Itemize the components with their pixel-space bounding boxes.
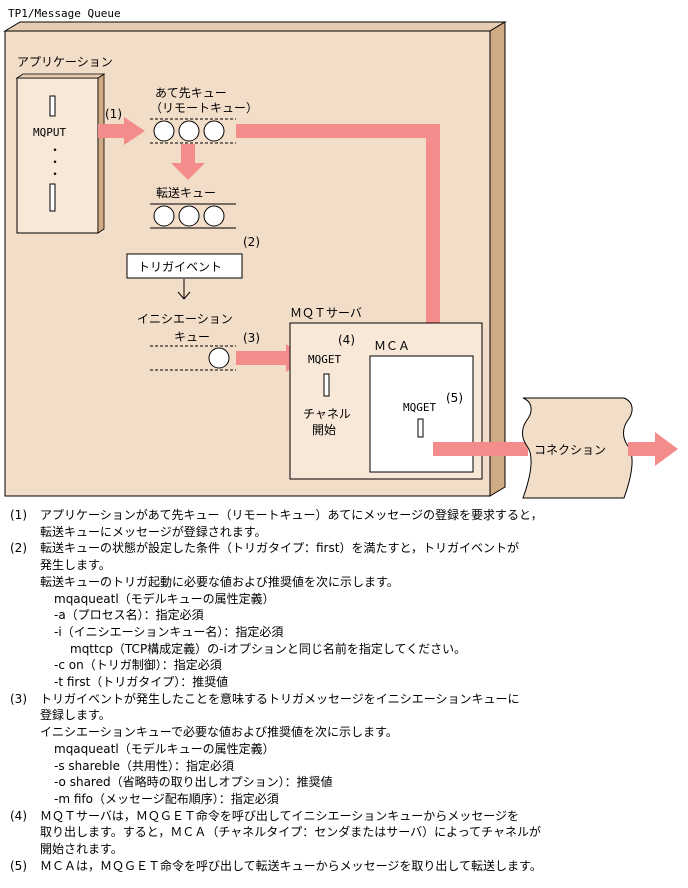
dest-queue bbox=[150, 118, 236, 144]
note-line: -a（プロセス名）：指定必須 bbox=[54, 608, 204, 623]
note-line: ＭＱＴサーバは，ＭＱＧＥＴ命令を呼び出してイニシエーションキューからメッセージを bbox=[40, 808, 520, 823]
note-number: (4) bbox=[10, 808, 27, 823]
dot-2: ・ bbox=[49, 155, 61, 169]
diagram-title: TP1/Message Queue bbox=[8, 7, 121, 20]
note-number: (1) bbox=[10, 508, 27, 522]
dot-3: ・ bbox=[49, 167, 61, 181]
trigger-event-box bbox=[126, 253, 243, 279]
note-line: 登録します。 bbox=[40, 708, 111, 723]
arrow-mca-to-connection bbox=[433, 442, 528, 456]
note-line: ＭＣＡは，ＭＱＧＥＴ命令を呼び出して転送キューからメッセージを取り出して転送しま… bbox=[40, 858, 542, 873]
note-number: (3) bbox=[10, 691, 27, 706]
transfer-queue-label: 転送キュー bbox=[156, 185, 216, 200]
note-number: (5) bbox=[10, 858, 27, 873]
dest-queue-label-1: あて先キュー bbox=[155, 86, 227, 100]
note-line: イニシエーションキューで必要な値および推奨値を次に示します。 bbox=[40, 725, 398, 740]
connection-pipe bbox=[522, 397, 633, 499]
note-line: -t first（トリガタイプ）：推奨値 bbox=[54, 675, 229, 690]
arrow-connection-out bbox=[628, 432, 678, 466]
step-5-label: (5) bbox=[446, 391, 463, 405]
step-4-label: (4) bbox=[338, 333, 355, 347]
mqget-slot-1 bbox=[323, 373, 330, 397]
note-body: ＭＣＡは，ＭＱＧＥＴ命令を呼び出して転送キューからメッセージを取り出して転送しま… bbox=[40, 858, 682, 875]
mqget-label-2: MQGET bbox=[403, 401, 436, 414]
application-label: アプリケーション bbox=[17, 55, 113, 69]
note-line: -i（イニシエーションキュー名）：指定必須 bbox=[54, 624, 284, 639]
connection-label: コネクション bbox=[534, 443, 606, 457]
note-number: (2) bbox=[10, 541, 27, 556]
note-line: -m fifo（メッセージ配布順序）：指定必須 bbox=[54, 791, 279, 806]
note-line: 発生します。 bbox=[40, 558, 111, 573]
note-item: (5) ＭＣＡは，ＭＱＧＥＴ命令を呼び出して転送キューからメッセージを取り出して転… bbox=[10, 858, 682, 875]
step-3-label: (3) bbox=[243, 331, 260, 345]
dot-1: ・ bbox=[49, 143, 61, 157]
initiation-queue bbox=[150, 345, 236, 371]
note-line: 開始されます。 bbox=[40, 842, 123, 857]
trigger-down-arrow bbox=[177, 279, 191, 300]
note-line: -o shared（省略時の取り出しオプション）：推奨値 bbox=[54, 775, 333, 790]
mca-label: ＭＣＡ bbox=[374, 339, 410, 353]
note-line: トリガイベントが発生したことを意味するトリガメッセージをイニシエーションキューに bbox=[40, 691, 520, 706]
arrow-app-to-dest-queue bbox=[98, 117, 145, 145]
arrow-dest-to-transfer-queue bbox=[171, 144, 205, 180]
note-line: -s shareble（共用性）：指定必須 bbox=[54, 758, 234, 773]
note-line: mqaqueatl（モデルキューの属性定義） bbox=[54, 591, 275, 606]
trigger-event-label: トリガイベント bbox=[138, 260, 222, 274]
arrow-initiation-to-mqt-server bbox=[236, 344, 307, 372]
note-body: アプリケーションがあて先キュー（リモートキュー）あてにメッセージの登録を要求する… bbox=[40, 507, 682, 540]
note-body: トリガイベントが発生したことを意味するトリガメッセージをイニシエーションキューに… bbox=[40, 691, 682, 808]
mqput-label: MQPUT bbox=[33, 126, 66, 139]
message-queue-diagram: TP1/Message Queue アプリケーション MQPUT ・ ・ ・ (… bbox=[3, 7, 678, 499]
note-item: (1) アプリケーションがあて先キュー（リモートキュー）あてにメッセージの登録を要… bbox=[10, 507, 682, 540]
note-line: アプリケーションがあて先キュー（リモートキュー）あてにメッセージの登録を要求する… bbox=[40, 508, 543, 522]
step-2-label: (2) bbox=[243, 235, 260, 249]
note-body: 転送キューの状態が設定した条件（トリガタイプ：first）を満たすと，トリガイベ… bbox=[40, 540, 682, 690]
note-line: 取り出します。すると，ＭＣＡ（チャネルタイプ：センダまたはサーバ）によってチャネ… bbox=[40, 825, 542, 840]
note-line: -c on（トリガ制御）：指定必須 bbox=[54, 658, 222, 673]
note-line: 転送キューにメッセージが登録されます。 bbox=[40, 524, 267, 539]
note-line: mqttcp（TCP構成定義）の-iオプションと同じ名前を指定してください。 bbox=[70, 641, 467, 656]
initiation-queue-label-2: キュー bbox=[174, 330, 210, 344]
dest-queue-label-2: （リモートキュー） bbox=[150, 101, 258, 115]
note-item: (3) トリガイベントが発生したことを意味するトリガメッセージをイニシエーションキ… bbox=[10, 691, 682, 808]
mqput-bottom-slot bbox=[49, 183, 56, 212]
transfer-queue bbox=[150, 203, 236, 229]
step-1-label: (1) bbox=[105, 107, 122, 121]
note-line: mqaqueatl（モデルキューの属性定義） bbox=[54, 741, 275, 756]
mqput-top-slot bbox=[49, 95, 56, 117]
note-item: (4) ＭＱＴサーバは，ＭＱＧＥＴ命令を呼び出してイニシエーションキューからメッセ… bbox=[10, 808, 682, 858]
notes-list: (1) アプリケーションがあて先キュー（リモートキュー）あてにメッセージの登録を要… bbox=[10, 507, 682, 874]
application-box bbox=[15, 73, 106, 234]
mqget-slot-2 bbox=[417, 418, 424, 438]
note-body: ＭＱＴサーバは，ＭＱＧＥＴ命令を呼び出してイニシエーションキューからメッセージを… bbox=[40, 808, 682, 858]
note-line: 転送キューのトリガ起動に必要な値および推奨値を次に示します。 bbox=[40, 574, 399, 589]
channel-start-label-2: 開始 bbox=[312, 423, 336, 437]
note-line: 転送キューの状態が設定した条件（トリガタイプ：first）を満たすと，トリガイベ… bbox=[40, 541, 519, 556]
mqt-server-label: ＭＱＴサーバ bbox=[290, 306, 362, 320]
initiation-queue-label-1: イニシエーション bbox=[137, 312, 233, 326]
mqget-label-1: MQGET bbox=[308, 353, 341, 366]
note-item: (2) 転送キューの状態が設定した条件（トリガタイプ：first）を満たすと，トリ… bbox=[10, 540, 682, 690]
channel-start-label-1: チャネル bbox=[303, 407, 351, 421]
